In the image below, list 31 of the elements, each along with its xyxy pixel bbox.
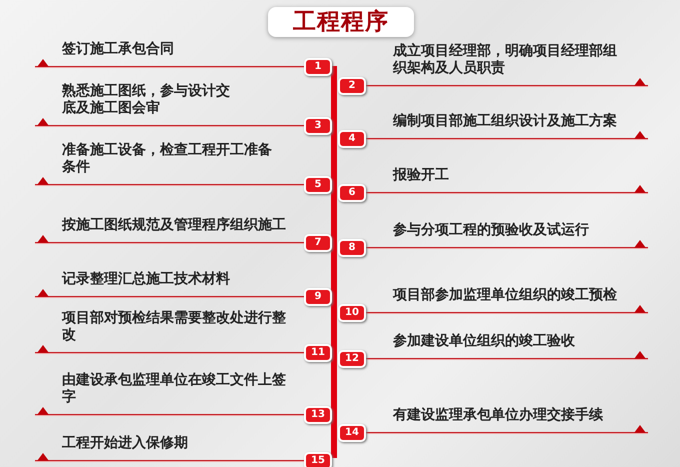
step-number-badge: 1 [304,58,332,76]
step-text: 由建设承包监理单位在竣工文件上签字 [62,372,287,406]
step-text: 编制项目部施工组织设计及施工方案 [393,113,618,130]
step-text: 熟悉施工图纸，参与设计交底及施工图会审 [62,83,231,117]
step-number-badge: 5 [304,176,332,194]
step-number-badge: 14 [338,424,366,442]
step-text: 有建设监理承包单位办理交接手续 [393,407,604,424]
step-number-badge: 6 [338,184,366,202]
step-number-badge: 15 [304,452,332,467]
step-number-badge: 11 [304,344,332,362]
step-number-badge: 9 [304,288,332,306]
step-text: 参与分项工程的预验收及试运行 [393,222,590,239]
step-number-badge: 3 [304,117,332,135]
step-text: 签订施工承包合同 [62,41,175,58]
step-text: 项目部参加监理单位组织的竣工预检 [393,287,618,304]
step-text: 按施工图纸规范及管理程序组织施工 [62,217,287,234]
step-text: 项目部对预检结果需要整改处进行整改 [62,310,287,344]
step-text: 记录整理汇总施工技术材料 [62,271,231,288]
step-text: 工程开始进入保修期 [62,435,189,452]
step-text: 参加建设单位组织的竣工验收 [393,333,576,350]
step-number-badge: 4 [338,130,366,148]
step-text: 成立项目经理部，明确项目经理部组织架构及人员职责 [393,43,618,77]
step-number-badge: 10 [338,304,366,322]
step-text: 准备施工设备，检查工程开工准备条件 [62,142,273,176]
step-number-badge: 7 [304,234,332,252]
title: 工程程序 [268,7,414,37]
step-number-badge: 8 [338,239,366,257]
step-text: 报验开工 [393,167,450,184]
step-number-badge: 12 [338,350,366,368]
step-number-badge: 13 [304,406,332,424]
step-number-badge: 2 [338,77,366,95]
